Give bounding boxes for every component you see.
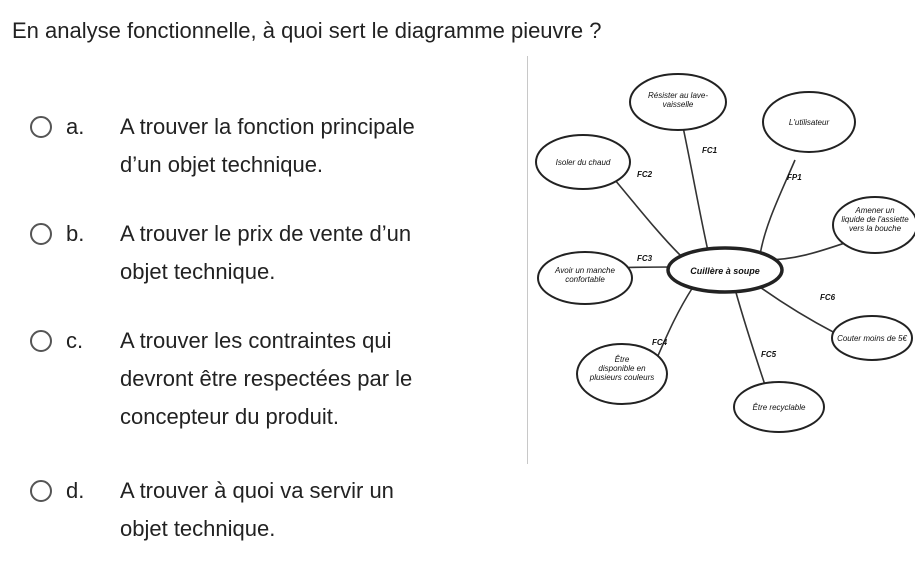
- radio-button-b[interactable]: [30, 223, 52, 245]
- question-text: En analyse fonctionnelle, à quoi sert le…: [12, 18, 602, 43]
- octopus-diagram: Résister au lave-vaisselle Isoler du cha…: [535, 73, 915, 433]
- label-fc5: FC5: [761, 350, 777, 359]
- label-fc1: FC1: [702, 146, 718, 155]
- node-center-label: Cuillère à soupe: [690, 266, 760, 276]
- diagram-divider: [527, 56, 528, 464]
- node-recyclable-label: Être recyclable: [753, 403, 806, 412]
- label-fc3: FC3: [637, 254, 653, 263]
- link-fp1: [759, 159, 796, 256]
- link-fc4: [652, 286, 694, 368]
- label-fp1: FP1: [787, 173, 802, 182]
- link-fc2: [614, 179, 681, 256]
- label-fc4: FC4: [652, 338, 668, 347]
- node-resister: [629, 73, 727, 131]
- node-center: [666, 246, 784, 294]
- radio-button-d[interactable]: [30, 480, 52, 502]
- node-couter: [831, 315, 913, 361]
- node-couter-label: Couter moins de 5€: [837, 334, 907, 343]
- option-letter: c.: [66, 328, 84, 353]
- label-fc2: FC2: [637, 170, 653, 179]
- node-disponible: [576, 343, 668, 405]
- link-fc6: [756, 284, 836, 334]
- node-chaud-label: Isoler du chaud: [556, 158, 611, 167]
- link-fc5: [734, 288, 766, 386]
- link-fc1: [682, 126, 709, 252]
- node-chaud: [535, 134, 631, 190]
- node-amener: [832, 196, 915, 254]
- label-fc6: FC6: [820, 293, 836, 302]
- node-recyclable: [733, 381, 825, 433]
- node-utilisateur-label: L'utilisateur: [789, 118, 830, 127]
- option-letter: b.: [66, 221, 85, 246]
- option-letter: a.: [66, 114, 85, 139]
- node-resister-label: Résister au lave-vaisselle: [648, 91, 708, 109]
- node-manche: [537, 251, 633, 305]
- radio-button-c[interactable]: [30, 330, 52, 352]
- option-letter: d.: [66, 478, 85, 503]
- radio-button-a[interactable]: [30, 116, 52, 138]
- node-utilisateur: [762, 91, 856, 153]
